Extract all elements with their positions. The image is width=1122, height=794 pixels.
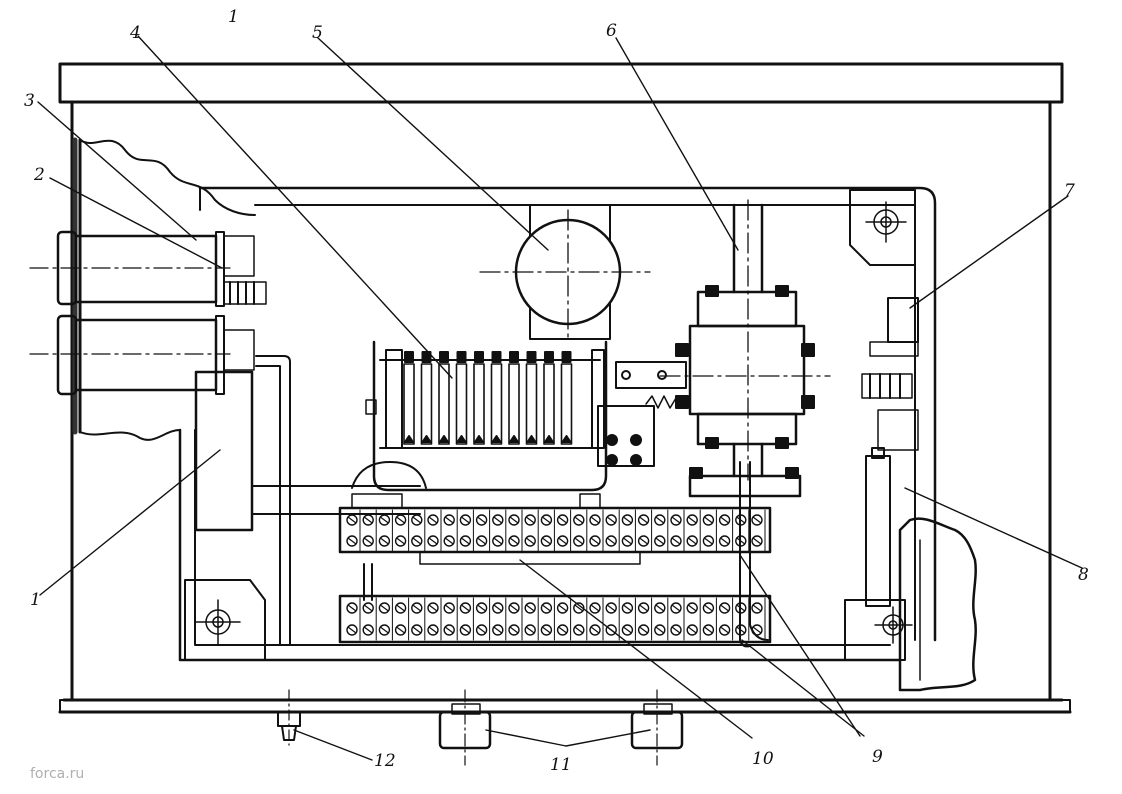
- terminal-screw: [686, 509, 701, 552]
- contact-finger: [490, 351, 503, 445]
- terminal-screw: [524, 597, 539, 641]
- shaft-coupling: [597, 199, 831, 648]
- terminal-screw: [589, 597, 604, 641]
- watermark: forca.ru: [30, 766, 84, 782]
- terminal-screw: [508, 597, 523, 641]
- contact-finger: [403, 351, 415, 445]
- terminal-screw: [556, 509, 572, 552]
- terminal-screw: [621, 597, 636, 641]
- cutaway-right: [898, 517, 977, 692]
- terminal-screw: [702, 597, 717, 641]
- terminal-screw: [735, 597, 750, 641]
- contact-finger: [543, 351, 555, 445]
- terminal-screw: [427, 597, 442, 641]
- callout-11: 11: [550, 755, 572, 775]
- terminal-screw: [718, 509, 734, 552]
- terminal-screw: [443, 509, 458, 552]
- contact-finger: [438, 351, 450, 445]
- terminal-screw: [508, 509, 523, 552]
- terminal-screw: [362, 597, 377, 641]
- terminal-screw: [540, 597, 555, 641]
- motor: [479, 204, 651, 340]
- terminal-screw: [475, 597, 491, 641]
- contact-finger: [508, 351, 520, 445]
- callout-top: 1: [228, 7, 239, 27]
- terminal-screw: [670, 509, 685, 552]
- terminal-screw: [427, 509, 442, 552]
- terminal-screw: [637, 509, 653, 552]
- terminal-screws-lower: [346, 597, 766, 641]
- terminal-screw: [654, 597, 669, 641]
- terminal-screw: [459, 509, 474, 552]
- terminal-screw: [394, 597, 410, 641]
- terminal-screw: [492, 509, 507, 552]
- terminal-screw: [346, 509, 361, 552]
- terminal-screw: [378, 509, 393, 552]
- terminal-screw: [411, 597, 426, 641]
- terminal-screw: [751, 597, 766, 641]
- terminal-screw: [459, 597, 474, 641]
- callout-7: 7: [1064, 181, 1075, 201]
- callout-5: 5: [312, 23, 323, 43]
- callout-6: 6: [606, 21, 617, 41]
- callout-labels: 1 2 3 4 5 6 1 7 8 9 10 11 12 forca.ru: [24, 7, 1089, 782]
- terminal-screw: [346, 597, 361, 641]
- terminal-screw: [573, 509, 588, 552]
- terminal-screw: [443, 597, 458, 641]
- terminal-screw: [670, 597, 685, 641]
- contact-block: [351, 340, 608, 492]
- cutaway-left: [72, 137, 256, 441]
- terminal-screw: [362, 509, 377, 552]
- terminal-screw: [492, 597, 507, 641]
- terminal-screw: [686, 597, 701, 641]
- terminal-screw: [718, 597, 734, 641]
- contact-finger: [420, 351, 433, 445]
- callout-2: 2: [33, 165, 45, 185]
- callout-12: 12: [374, 751, 396, 771]
- cable-glands: [277, 689, 684, 766]
- callout-3: 3: [24, 91, 35, 111]
- terminal-screw: [540, 509, 555, 552]
- contact-finger: [455, 351, 468, 445]
- terminal-screw: [735, 509, 750, 552]
- callout-10: 10: [752, 749, 774, 769]
- terminal-screw: [556, 597, 572, 641]
- terminal-screw: [573, 597, 588, 641]
- terminal-screw: [637, 597, 653, 641]
- terminal-screw: [475, 509, 491, 552]
- cabinet-enclosure: [58, 62, 1072, 714]
- terminal-screws-upper: [346, 509, 766, 552]
- terminal-screw: [751, 509, 766, 552]
- terminal-screw: [378, 597, 393, 641]
- terminal-screw: [524, 509, 539, 552]
- terminal-screw: [394, 509, 410, 552]
- mounting-frame: [178, 186, 937, 662]
- terminal-screw: [411, 509, 426, 552]
- terminal-screw: [589, 509, 604, 552]
- callout-4: 4: [129, 23, 141, 43]
- terminal-screw: [702, 509, 717, 552]
- callout-8: 8: [1078, 565, 1089, 585]
- terminal-screw: [654, 509, 669, 552]
- contact-finger: [525, 351, 538, 445]
- side-relay: [861, 297, 919, 607]
- mounting-bolts: [195, 201, 913, 645]
- callout-9: 9: [872, 747, 883, 767]
- terminal-screw: [621, 509, 636, 552]
- contact-fingers: [403, 351, 573, 445]
- terminal-block-lower: [338, 594, 772, 644]
- contact-finger: [473, 351, 485, 445]
- contact-finger: [560, 351, 573, 445]
- terminal-block-upper: [338, 493, 772, 601]
- callout-1: 1: [30, 590, 41, 610]
- terminal-screw: [605, 509, 620, 552]
- leader-lines: [37, 35, 1083, 761]
- terminal-screw: [605, 597, 620, 641]
- side-connectors: [29, 230, 421, 646]
